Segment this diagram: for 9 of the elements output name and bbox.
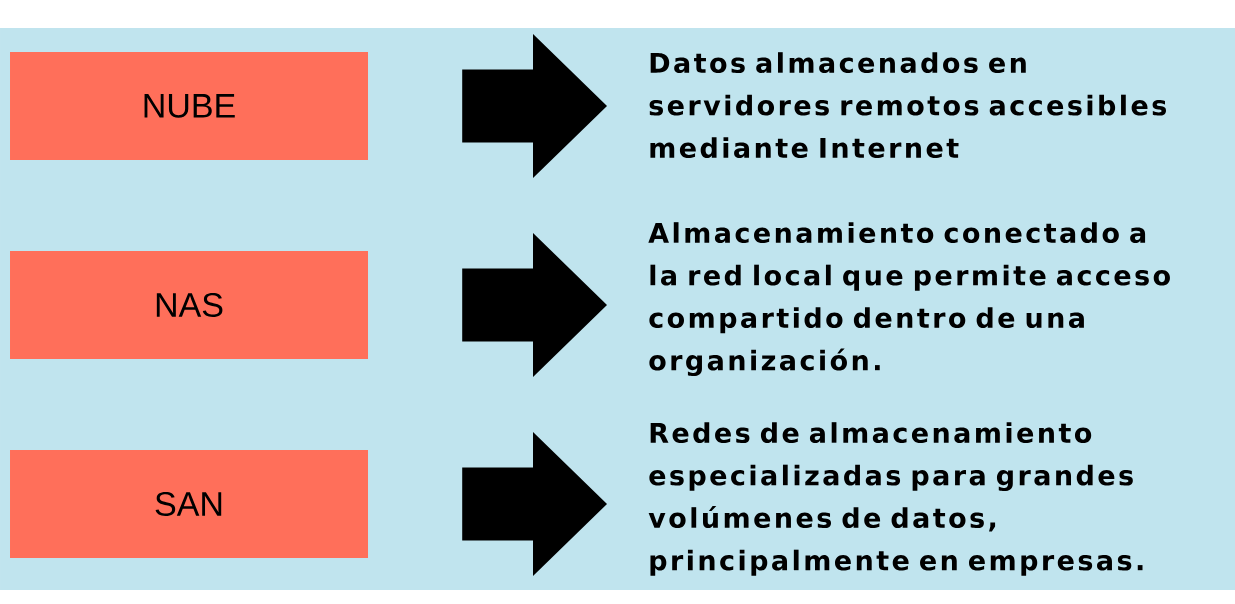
description-text: Datos almacenados en servidores remotos accesibles mediante Internet: [649, 52, 1166, 159]
label-box: NAS: [10, 251, 368, 359]
label-box: SAN: [10, 450, 368, 558]
block-arrow: [462, 233, 607, 377]
block-arrow: [462, 34, 607, 178]
description-text: Redes de almacenamiento especializadas para grandes volúmenes de datos, principalmente en empresas.: [648, 422, 1143, 576]
label-box: NUBE: [10, 52, 368, 160]
block-arrow: [462, 432, 607, 576]
description-text: Almacenamiento conectado a la red local que permite acceso compartido dentro de una organización.: [648, 222, 1170, 377]
